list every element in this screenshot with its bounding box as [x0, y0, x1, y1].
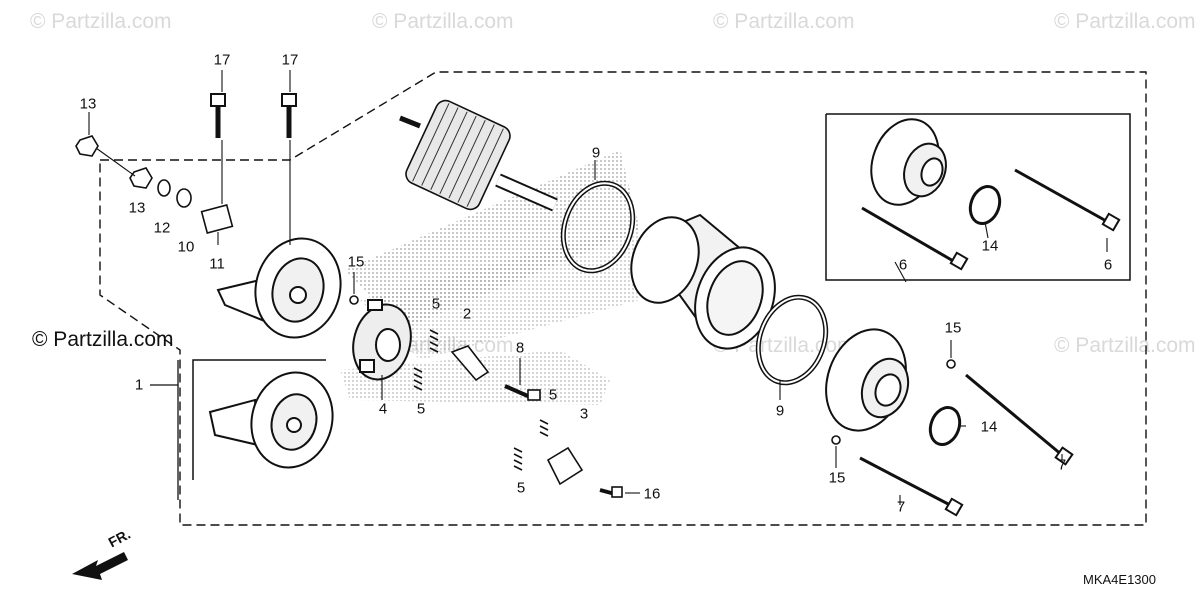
callout-17: 17: [281, 51, 299, 69]
watermark-dark: © Partzilla.com: [32, 328, 174, 351]
rear-cover-inset: [208, 371, 334, 469]
watermark: © Partzilla.com: [30, 10, 172, 33]
inset-box-left: [192, 359, 326, 480]
callout-15: 15: [828, 469, 846, 487]
callout-17: 17: [213, 51, 231, 69]
callout-6: 6: [898, 256, 908, 274]
callout-5: 5: [416, 400, 426, 418]
motor-yoke: [630, 213, 776, 350]
callout-13: 13: [79, 95, 97, 113]
callout-15: 15: [944, 319, 962, 337]
callout-15: 15: [347, 253, 365, 271]
arrow-left-icon: [72, 552, 128, 580]
callout-14: 14: [980, 418, 998, 436]
o-ring-14: [928, 406, 962, 446]
inset-box-top-right: [825, 113, 1131, 281]
callout-8: 8: [515, 339, 525, 357]
diagram-code: MKA4E1300: [1083, 572, 1156, 587]
callout-12: 12: [153, 219, 171, 237]
assembly-outline: [99, 71, 1147, 526]
callout-1: 1: [134, 376, 144, 394]
front-cover: [825, 328, 910, 432]
callout-2: 2: [462, 305, 472, 323]
callout-16: 16: [643, 485, 661, 503]
armature: [399, 99, 558, 212]
callout-3: 3: [579, 405, 589, 423]
callout-9: 9: [775, 402, 785, 420]
watermark: © Partzilla.com: [713, 10, 855, 33]
small-hardware: [75, 135, 956, 498]
rear-cover: [216, 237, 342, 339]
watermark: © Partzilla.com: [1054, 334, 1196, 357]
bolts-17: [210, 93, 297, 138]
through-bolts: [859, 168, 1121, 517]
brush-holder-4: [352, 299, 412, 381]
callout-4: 4: [378, 400, 388, 418]
callout-7: 7: [1057, 456, 1067, 474]
callout-10: 10: [177, 238, 195, 256]
part-1-bracket: [150, 360, 179, 500]
callout-5: 5: [548, 386, 558, 404]
watermark: © Partzilla.com: [1054, 10, 1196, 33]
callout-13: 13: [128, 199, 146, 217]
callout-6: 6: [1103, 256, 1113, 274]
front-cover-inset: [870, 118, 947, 206]
callout-7: 7: [896, 498, 906, 516]
watermark: © Partzilla.com: [372, 10, 514, 33]
callout-9: 9: [591, 144, 601, 162]
o-ring-14-inset: [968, 185, 1002, 225]
callout-14: 14: [981, 237, 999, 255]
leader-lines: [88, 70, 1108, 505]
callout-11: 11: [209, 255, 225, 273]
callout-5: 5: [516, 479, 526, 497]
callout-5: 5: [431, 295, 441, 313]
